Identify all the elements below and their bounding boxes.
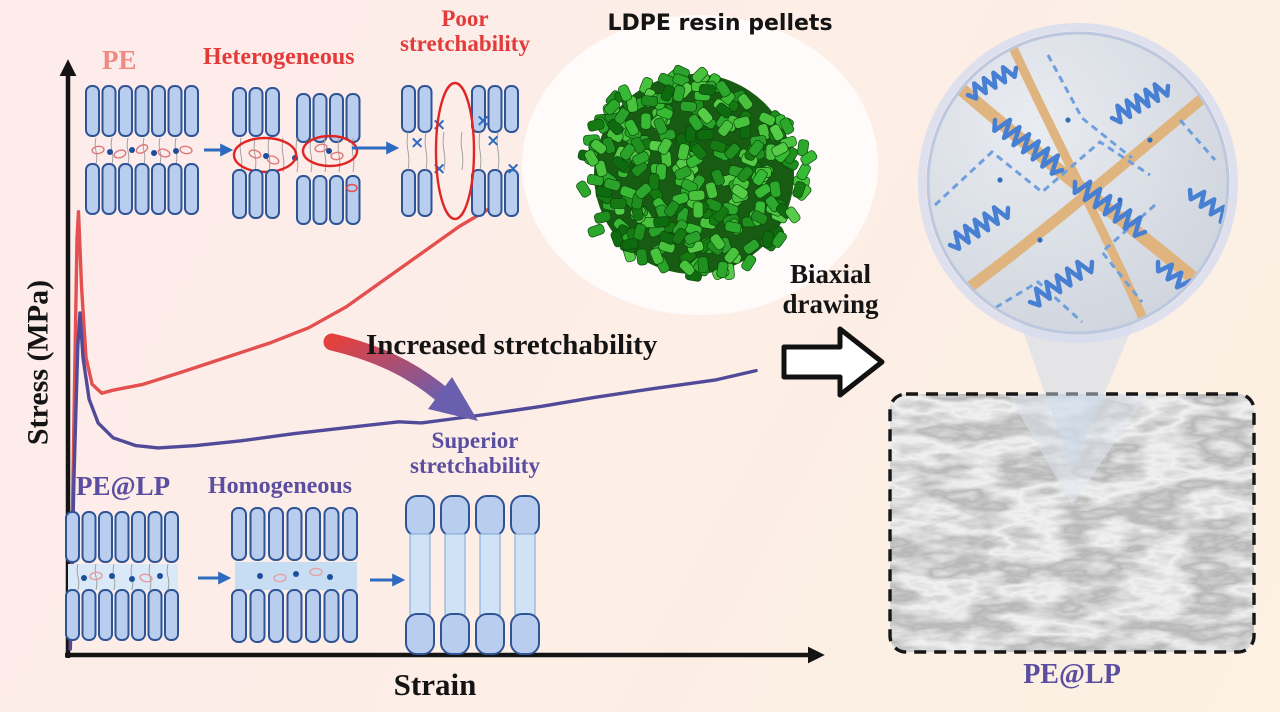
network-zoom-illustration <box>918 23 1238 343</box>
sem-micrograph-panel <box>888 300 1256 654</box>
ldpe-pellets-image <box>576 64 818 282</box>
svg-text:×: × <box>410 133 424 153</box>
biaxial-drawing-arrow-icon <box>781 326 885 398</box>
pe-stage-failed: ×××××× <box>401 81 520 221</box>
heterogeneous-label: Heterogeneous <box>203 44 355 70</box>
poor-stretchability-label: Poor stretchability <box>400 6 530 57</box>
ldpe-pellets-caption: LDPE resin pellets <box>607 11 833 36</box>
x-axis-label: Strain <box>393 667 477 702</box>
pelp-stage-stretched <box>231 507 358 643</box>
increased-stretchability-arrow-icon <box>323 333 478 421</box>
superior-stretchability-label: Superior stretchability <box>410 428 540 479</box>
svg-text:×: × <box>476 111 490 131</box>
svg-text:×: × <box>486 131 500 151</box>
pelp-stage-initial <box>65 511 179 641</box>
micrograph-caption: PE@LP <box>1023 659 1121 690</box>
svg-text:×: × <box>432 159 446 179</box>
pelp-stage-fully-drawn <box>405 495 540 655</box>
pe-lamellae-sequence: ×××××× <box>85 81 520 225</box>
svg-text:×: × <box>506 159 520 179</box>
y-axis-label: Stress (MPa) <box>21 279 55 446</box>
pe-stage-initial <box>85 85 199 215</box>
pe-stage-stretched <box>232 87 361 225</box>
increased-stretchability-label: Increased stretchability <box>366 329 658 361</box>
biaxial-drawing-label: Biaxial drawing <box>782 259 879 319</box>
homogeneous-label: Homogeneous <box>208 473 352 499</box>
svg-text:×: × <box>432 115 446 135</box>
pe-curve-label: PE <box>102 45 137 75</box>
pelp-curve-label: PE@LP <box>76 471 171 501</box>
pelp-lamellae-sequence <box>65 495 540 655</box>
stress-strain-curves <box>68 207 758 651</box>
